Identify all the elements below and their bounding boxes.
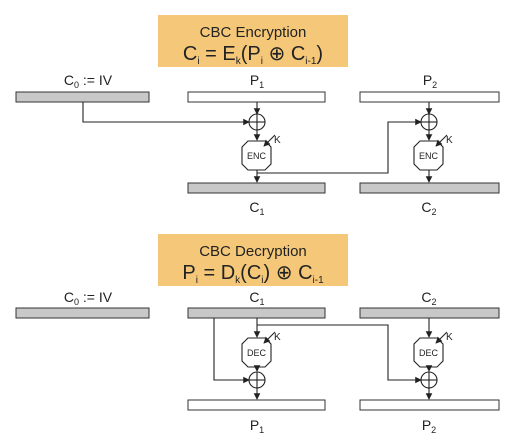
- enc2-box: ENC: [413, 140, 444, 171]
- dec1-key-arrow: [263, 331, 276, 344]
- enc-iv-label: C0 := IV: [64, 72, 113, 90]
- enc-p1-block: [187, 91, 326, 103]
- decryption-formula: Pi = Dk(Ci) ⊕ Ci-1: [182, 262, 324, 286]
- dec-p1-block: [187, 399, 326, 411]
- enc1-label: ENC: [247, 151, 267, 161]
- dec-xor2-icon: [420, 371, 438, 389]
- enc-p2-label: P2: [423, 72, 437, 90]
- dec-iv-arrow: [213, 318, 250, 384]
- dec2-label: DEC: [419, 348, 439, 358]
- decryption-title: CBC Decryption: [199, 243, 307, 260]
- enc-c2-label: C2: [421, 199, 436, 217]
- dec-c1-feedback-arrow: [257, 324, 422, 384]
- enc1-box: ENC: [241, 140, 272, 171]
- enc-c2-block: [359, 182, 500, 194]
- dec-xor1-icon: [248, 371, 266, 389]
- dec1-key-label: K: [274, 332, 281, 343]
- enc2-key-label: K: [446, 135, 453, 146]
- enc-xor1-icon: [248, 113, 266, 131]
- dec2-key-arrow: [435, 331, 448, 344]
- enc1-key-arrow: [263, 134, 276, 147]
- enc-c1-label: C1: [249, 199, 264, 217]
- dec2-key-label: K: [446, 332, 453, 343]
- enc1-key-label: K: [274, 135, 281, 146]
- enc-xor2-icon: [420, 113, 438, 131]
- dec2-box: DEC: [413, 337, 444, 368]
- dec-c1-label: C1: [249, 289, 264, 307]
- enc-p2-block: [359, 91, 500, 103]
- dec-c2-block: [359, 307, 500, 319]
- dec-p1-label: P1: [250, 417, 264, 435]
- dec1-box: DEC: [241, 337, 272, 368]
- decryption-section: CBC Decryption Pi = Dk(Ci) ⊕ Ci-1 C0 := …: [15, 234, 500, 435]
- dec-iv-block: [15, 307, 150, 319]
- encryption-section: CBC Encryption Ci = Ek(Pi ⊕ Ci-1) C0 := …: [15, 15, 500, 217]
- enc-c1-block: [187, 182, 326, 194]
- enc2-label: ENC: [419, 151, 439, 161]
- encryption-formula: Ci = Ek(Pi ⊕ Ci-1): [183, 43, 323, 67]
- enc-iv-block: [15, 91, 150, 103]
- dec-c2-label: C2: [421, 289, 436, 307]
- dec-c1-block: [187, 307, 326, 319]
- decryption-title-box: [158, 234, 348, 286]
- dec-p2-label: P2: [422, 417, 436, 435]
- enc-c1-feedback-arrow: [257, 118, 422, 174]
- dec-p2-block: [359, 399, 500, 411]
- encryption-title-box: [158, 15, 348, 67]
- enc-p1-label: P1: [250, 72, 264, 90]
- dec-iv-label: C0 := IV: [64, 289, 113, 307]
- encryption-title: CBC Encryption: [200, 24, 307, 41]
- enc2-key-arrow: [435, 134, 448, 147]
- enc-iv-arrow: [82, 102, 250, 126]
- dec1-label: DEC: [247, 348, 267, 358]
